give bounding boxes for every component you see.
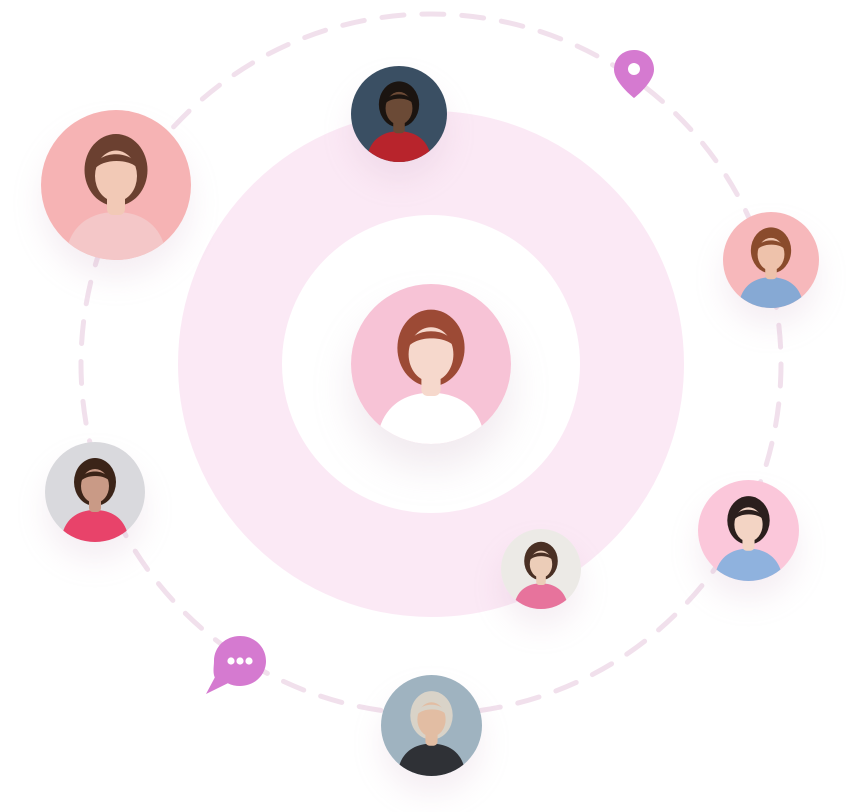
chat-bubble-icon — [206, 636, 266, 694]
avatar-man-cap-city[interactable] — [381, 675, 482, 776]
portrait-image — [501, 529, 581, 609]
portrait-image — [45, 442, 145, 542]
portrait-image — [41, 110, 191, 260]
avatar-woman-pink-jacket[interactable] — [501, 529, 581, 609]
avatar-man-curly-hair[interactable] — [351, 66, 447, 162]
pink-ring — [178, 111, 684, 617]
avatar-woman-pink-visor[interactable] — [45, 442, 145, 542]
dashed-orbit — [78, 11, 784, 717]
avatar-woman-profile-sunglasses[interactable] — [723, 212, 819, 308]
location-pin-icon — [614, 50, 654, 98]
center-avatar[interactable] — [351, 284, 511, 444]
avatar-woman-pink-top[interactable] — [41, 110, 191, 260]
portrait-image — [723, 212, 819, 308]
portrait-image — [381, 675, 482, 776]
portrait-image — [351, 284, 511, 444]
portrait-image — [698, 480, 799, 581]
portrait-image — [351, 66, 447, 162]
avatar-woman-glasses-denim[interactable] — [698, 480, 799, 581]
